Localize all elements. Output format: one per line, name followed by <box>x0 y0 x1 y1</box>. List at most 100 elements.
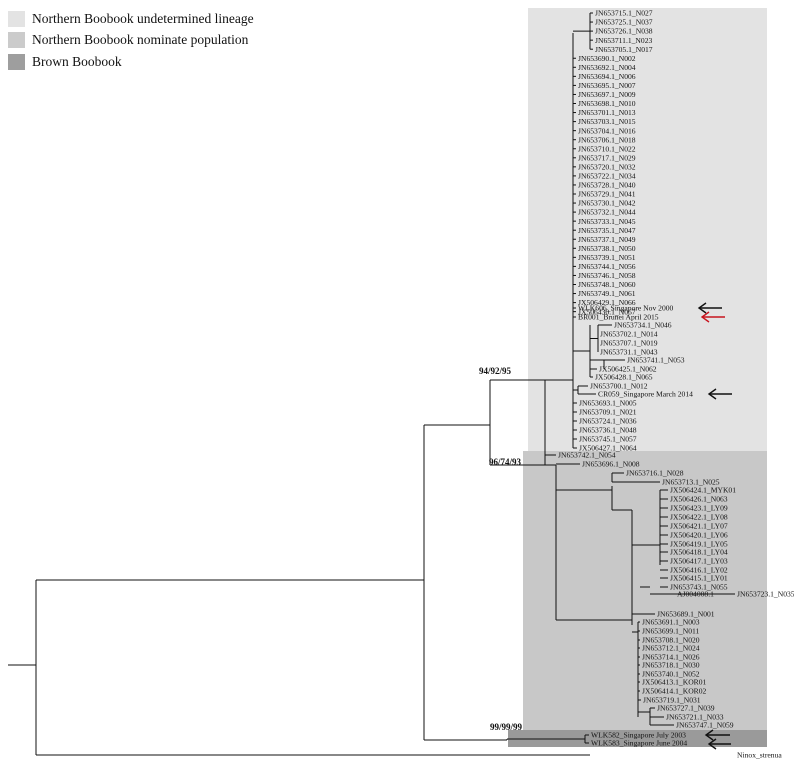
leaf-label: JN653714.1_N026 <box>642 653 700 662</box>
leaf-label: JN653698.1_N010 <box>578 99 636 108</box>
leaf-label: JN653734.1_N046 <box>614 321 672 330</box>
leaf-label: JN653693.1_N005 <box>579 399 637 408</box>
leaf-label: JX506416.1_LY02 <box>670 566 728 575</box>
leaf-label: JN653706.1_N018 <box>578 135 636 144</box>
leaf-label: JX506418.1_LY04 <box>670 548 728 557</box>
leaf-label: JX506428.1_N065 <box>595 373 653 382</box>
leaf-label: JX506427.1_N064 <box>579 444 637 453</box>
leaf-label: JX506423.1_LY09 <box>670 504 728 513</box>
leaf-label: JN653722.1_N034 <box>578 172 636 181</box>
leaf-label: JN653719.1_N031 <box>643 696 701 705</box>
leaf-label: JX506430.1_N067 <box>578 307 636 316</box>
leaf-label: JN653724.1_N036 <box>579 417 637 426</box>
support-value-brown: 99/99/99 <box>490 722 523 732</box>
leaf-label: JN653697.1_N009 <box>578 90 636 99</box>
leaf-label: JN653726.1_N038 <box>595 27 653 36</box>
leaf-label: WLK582_Singapore July 2003 <box>591 731 686 740</box>
leaf-label: JN653713.1_N025 <box>662 478 720 487</box>
leaf-label: JN653718.1_N030 <box>642 661 700 670</box>
legend-swatch <box>8 10 25 27</box>
leaf-label: JN653739.1_N051 <box>578 253 636 262</box>
region-brown-boobook <box>508 730 767 747</box>
leaf-label: JN653707.1_N019 <box>600 339 658 348</box>
leaf-label: JN653733.1_N045 <box>578 217 636 226</box>
leaf-label: JN653723.1_N035 <box>737 590 794 599</box>
legend-swatch <box>8 53 25 70</box>
legend-label: Northern Boobook undetermined lineage <box>32 10 254 26</box>
leaf-label: JN653749.1_N061 <box>578 289 636 298</box>
legend-label: Brown Boobook <box>32 53 122 69</box>
leaf-label: JN653710.1_N022 <box>578 144 636 153</box>
leaf-label: AJ004008.1 <box>677 590 714 599</box>
leaf-label: JN653728.1_N040 <box>578 181 636 190</box>
leaf-label: WLK606_Singapore Nov 2000 <box>578 304 674 313</box>
tree-branches <box>8 12 735 756</box>
leaf-label: JN653732.1_N044 <box>578 208 636 217</box>
leaf-label: JN653702.1_N014 <box>600 330 658 339</box>
leaf-label: JN653741.1_N053 <box>627 356 685 365</box>
region-undetermined-lineage <box>528 8 767 451</box>
leaf-label: JX506422.1_LY08 <box>670 513 728 522</box>
leaf-label: JN653717.1_N029 <box>578 153 636 162</box>
leaf-label: JN653727.1_N039 <box>657 704 715 713</box>
leaf-label: BR001_Brunei April 2015 <box>578 313 659 322</box>
leaf-label: JN653696.1_N008 <box>582 460 640 469</box>
leaf-label: JN653715.1_N027 <box>595 9 653 18</box>
legend-item-undetermined: Northern Boobook undetermined lineage <box>8 8 254 30</box>
leaf-label: JN653704.1_N016 <box>578 126 636 135</box>
leaf-label: JN653746.1_N058 <box>578 271 636 280</box>
leaf-label: JN653725.1_N037 <box>595 18 653 27</box>
leaf-label: JN653689.1_N001 <box>657 610 715 619</box>
leaf-label: JX506417.1_LY03 <box>670 557 728 566</box>
leaf-label: JN653747.1_N059 <box>676 721 734 730</box>
leaf-label: JN653744.1_N056 <box>578 262 636 271</box>
leaf-label: JN653708.1_N020 <box>642 636 700 645</box>
leaf-label: JN653740.1_N052 <box>642 670 700 679</box>
leaf-label: JN653730.1_N042 <box>578 199 636 208</box>
leaf-label: JN653694.1_N006 <box>578 72 636 81</box>
leaf-label: JX506413.1_KOR01 <box>642 678 707 687</box>
sample-arrows <box>697 302 732 750</box>
leaf-label: JX506421.1_LY07 <box>670 522 728 531</box>
leaf-label: JN653711.1_N023 <box>595 36 653 45</box>
region-nominate-population <box>523 451 767 730</box>
leaf-label: JX506419.1_LY05 <box>670 540 728 549</box>
leaf-label: JN653700.1_N012 <box>590 382 648 391</box>
leaf-label: JN653690.1_N002 <box>578 54 636 63</box>
leaf-label: JN653748.1_N060 <box>578 280 636 289</box>
leaf-label: JX506429.1_N066 <box>578 298 636 307</box>
leaf-label: JN653721.1_N033 <box>666 713 724 722</box>
leaf-label: JN653737.1_N049 <box>578 235 636 244</box>
arrow-wlk582 <box>704 729 730 741</box>
leaf-label: JX506415.1_LY01 <box>670 574 728 583</box>
leaf-label: JN653692.1_N004 <box>578 63 636 72</box>
leaf-label: JN653699.1_N011 <box>642 627 700 636</box>
leaf-label: JN653738.1_N050 <box>578 244 636 253</box>
leaf-label: JN653720.1_N032 <box>578 162 636 171</box>
leaf-label: JN653735.1_N047 <box>578 226 636 235</box>
leaf-label: JX506414.1_KOR02 <box>642 687 707 696</box>
legend: Northern Boobook undetermined lineage No… <box>8 8 254 73</box>
arrow-cr059 <box>707 388 732 400</box>
leaf-label: JN653729.1_N041 <box>578 190 636 199</box>
leaf-label: JN653712.1_N024 <box>642 644 700 653</box>
legend-item-brown: Brown Boobook <box>8 51 254 73</box>
support-value-undetermined: 94/92/95 <box>479 366 512 376</box>
legend-label: Northern Boobook nominate population <box>32 32 249 48</box>
leaf-label: JN653731.1_N043 <box>600 348 658 357</box>
leaf-label: JN653695.1_N007 <box>578 81 636 90</box>
leaf-label: JN653709.1_N021 <box>579 408 637 417</box>
leaf-label: CR059_Singapore March 2014 <box>598 390 693 399</box>
leaf-label: JN653716.1_N028 <box>626 469 684 478</box>
leaf-label: JN653745.1_N057 <box>579 435 637 444</box>
leaf-label: JX506426.1_N063 <box>670 495 728 504</box>
leaf-label: JX506424.1_MYK01 <box>670 486 736 495</box>
leaf-label: JN653742.1_N054 <box>558 451 616 460</box>
support-value-nominate: 96/74/93 <box>489 457 522 467</box>
leaf-label: JN653701.1_N013 <box>578 108 636 117</box>
arrow-br001 <box>700 311 725 323</box>
legend-swatch <box>8 32 25 49</box>
leaf-label: JN653736.1_N048 <box>579 426 637 435</box>
leaf-label: WLK583_Singapore June 2004 <box>591 739 687 748</box>
